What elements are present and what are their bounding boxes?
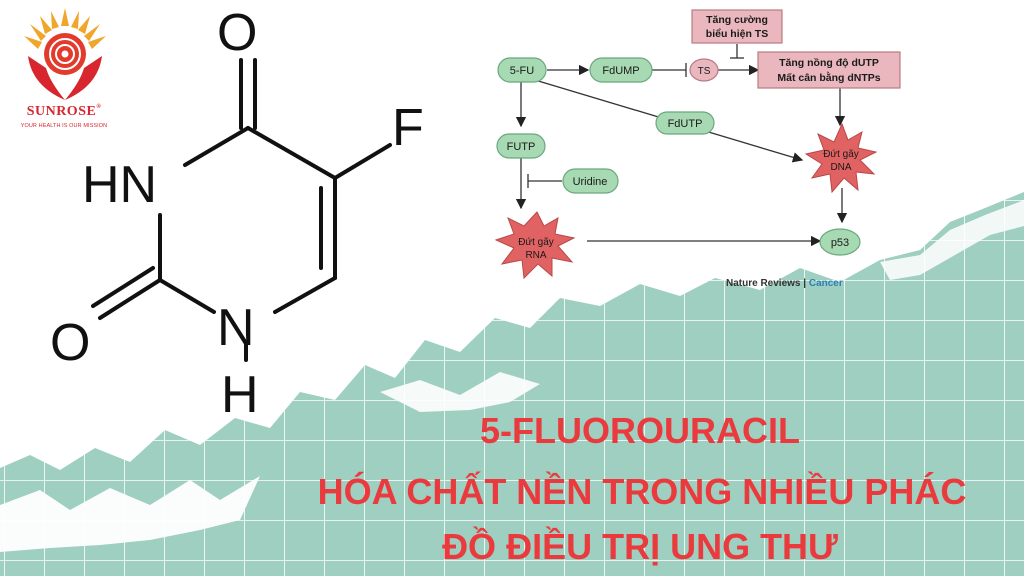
node-fdutp: FdUTP: [668, 118, 703, 130]
fluorouracil-structure: O F HN O N H: [50, 4, 424, 420]
node-fdump: FdUMP: [602, 65, 639, 77]
node-uridine: Uridine: [573, 176, 608, 188]
brand-tagline: YOUR HEALTH IS OUR MISSION: [20, 123, 108, 129]
figure-credit: Nature Reviews | Cancer: [726, 278, 843, 289]
atom-fluorine: F: [392, 99, 424, 157]
atom-nh-left: HN: [82, 156, 157, 214]
title-line-1: 5-FLUOROURACIL: [480, 410, 800, 451]
star-rna-l2: RNA: [525, 250, 546, 261]
node-futp: FUTP: [507, 141, 536, 153]
atom-nitrogen-bottom: N: [217, 299, 255, 357]
title-line-2: HÓA CHẤT NỀN TRONG NHIỀU PHÁC: [317, 471, 967, 512]
brand-name: SUNROSE®: [26, 104, 102, 119]
box-dutp-l2: Mất cân bằng dNTPs: [777, 71, 880, 84]
star-dna-l2: DNA: [830, 162, 851, 173]
node-ts: TS: [698, 66, 711, 77]
atom-oxygen-left: O: [50, 314, 90, 372]
box-dutp-l1: Tăng nồng độ dUTP: [779, 57, 879, 69]
node-p53: p53: [831, 237, 849, 249]
star-rna-l1: Đứt gãy: [518, 237, 554, 248]
box-ts-overexpression-l1: Tăng cường: [706, 14, 768, 26]
mechanism-pathway-diagram: 5-FU FdUMP TS FUTP Uridine FdUTP p53 Tăn…: [494, 9, 901, 280]
atom-hydrogen-bottom: H: [221, 366, 259, 420]
box-ts-overexpression-l2: biểu hiện TS: [706, 28, 768, 40]
sunrose-logo-icon: [24, 8, 106, 100]
node-5fu: 5-FU: [510, 65, 535, 77]
star-dna-l1: Đứt gãy: [823, 149, 859, 160]
atom-oxygen-top: O: [217, 4, 257, 62]
title-line-3: ĐỒ ĐIỀU TRỊ UNG THƯ: [442, 526, 838, 567]
